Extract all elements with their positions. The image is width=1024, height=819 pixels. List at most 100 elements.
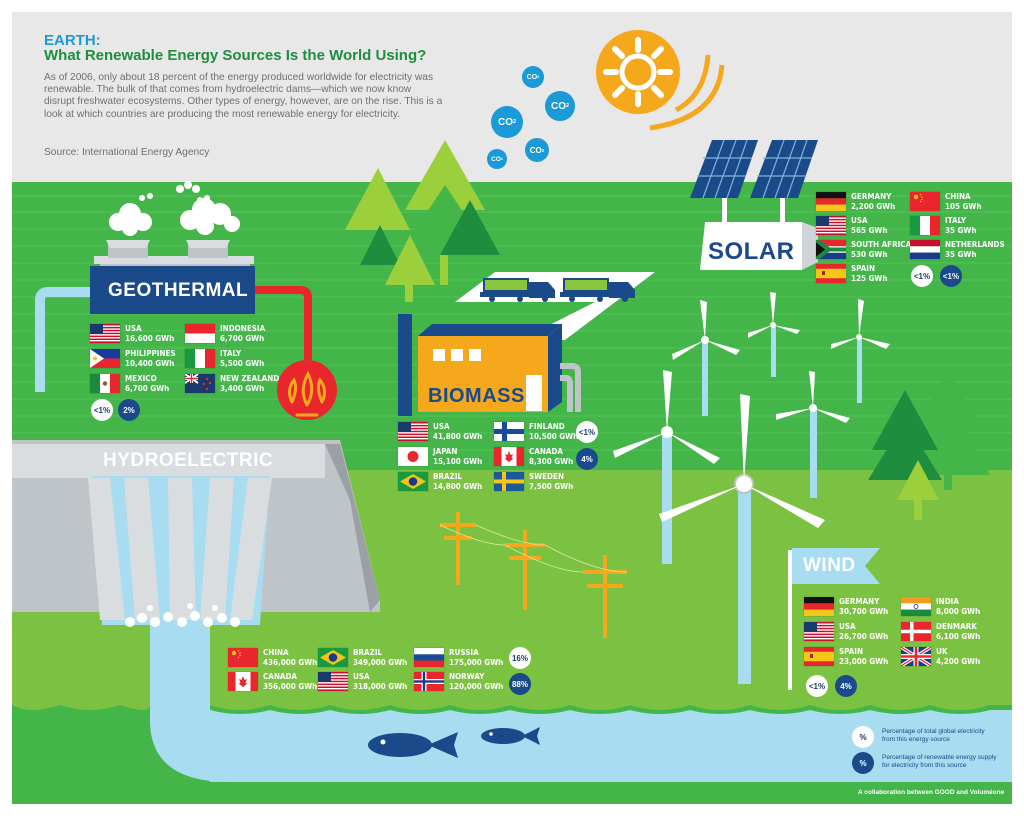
country-name: ITALY — [220, 349, 242, 358]
wind-turbines-icon — [613, 292, 890, 684]
biomass-renewable-share-badge: 4% — [576, 448, 598, 470]
country-name: BRAZIL — [353, 648, 383, 657]
energy-value: 356,000 GWh — [263, 681, 318, 691]
flag-artwork — [185, 349, 215, 368]
flag-artwork — [816, 216, 846, 235]
co2-bubble-text: CO — [497, 116, 513, 128]
flag-china-icon — [228, 648, 258, 667]
country-name: GERMANY — [839, 597, 880, 606]
flag-artwork — [318, 672, 348, 691]
geothermal-renewable-share-badge: 2% — [118, 399, 140, 421]
country-name: SPAIN — [851, 264, 875, 273]
flag-brazil-icon — [318, 648, 348, 667]
co2-subscript: 2 — [512, 119, 517, 125]
flag-artwork — [228, 648, 258, 667]
energy-value: 10,400 GWh — [125, 358, 175, 368]
country-name: RUSSIA — [449, 648, 479, 657]
flag-russia-icon — [414, 648, 444, 667]
co2-bubble-text: CO — [526, 73, 538, 81]
energy-value: 6,100 GWh — [936, 631, 981, 641]
energy-value: 14,800 GWh — [433, 481, 483, 491]
flag-italy-icon — [185, 349, 215, 368]
country-name: USA — [125, 324, 142, 333]
country-name: USA — [851, 216, 868, 225]
co2-bubble-text: CO — [550, 100, 566, 112]
country-name: NEW ZEALAND — [220, 374, 280, 383]
geothermal-global-share-badge: <1% — [91, 399, 113, 421]
flag-artwork — [816, 264, 846, 283]
solar-renewable-share-badge: <1% — [940, 265, 962, 287]
flag-canada-icon — [494, 447, 524, 466]
flag-artwork — [494, 422, 524, 441]
country-name: CANADA — [529, 447, 563, 456]
flag-japan-icon — [398, 447, 428, 466]
energy-value: 565 GWh — [851, 225, 888, 235]
fish-large-icon — [368, 732, 458, 758]
sky-background — [12, 12, 1012, 184]
wind-label: WIND — [803, 555, 856, 576]
country-name: FINLAND — [529, 422, 565, 431]
country-name: SWEDEN — [529, 472, 564, 481]
biomass-label: BIOMASS — [428, 385, 525, 407]
truck-1-icon — [480, 278, 555, 302]
energy-value: 3,400 GWh — [220, 383, 265, 393]
flag-mexico-icon — [90, 374, 120, 393]
flag-artwork — [414, 672, 444, 691]
country-name: SPAIN — [839, 647, 863, 656]
flag-artwork — [185, 324, 215, 343]
utility-poles-icon — [440, 512, 627, 638]
legend-white-text: Percentage of total global electricity f… — [882, 728, 985, 743]
flag-artwork — [910, 192, 940, 211]
co2-subscript: 2 — [537, 75, 540, 79]
energy-value: 7,500 GWh — [529, 481, 574, 491]
flag-norway-icon — [414, 672, 444, 691]
truck-2-icon — [560, 278, 635, 302]
country-name: USA — [353, 672, 370, 681]
co2-subscript: 2 — [541, 147, 545, 153]
flag-artwork — [816, 192, 846, 211]
solar-label: SOLAR — [708, 238, 795, 265]
energy-value: 4,200 GWh — [936, 656, 981, 666]
country-name: NETHERLANDS — [945, 240, 1005, 249]
energy-value: 120,000 GWh — [449, 681, 504, 691]
energy-value: 6,700 GWh — [220, 333, 265, 343]
co2-subscript: 2 — [500, 157, 503, 161]
flag-southafrica-icon — [816, 240, 846, 259]
country-name: GERMANY — [851, 192, 892, 201]
flag-uk-icon — [901, 647, 931, 666]
flag-netherlands-icon — [910, 240, 940, 259]
trees-left-cluster-icon — [345, 140, 500, 302]
legend-white-badge: % — [852, 726, 874, 748]
river-bottom-grass — [12, 782, 1012, 804]
flag-artwork — [901, 647, 931, 666]
fish-small-icon — [481, 727, 540, 745]
energy-value: 349,000 GWh — [353, 657, 408, 667]
country-name: PHILIPPINES — [125, 349, 176, 358]
hydroelectric-renewable-share-badge: 88% — [509, 673, 531, 695]
energy-value: 6,700 GWh — [125, 383, 170, 393]
country-name: CHINA — [263, 648, 289, 657]
flag-sweden-icon — [494, 472, 524, 491]
flag-artwork — [318, 648, 348, 667]
country-name: INDIA — [936, 597, 959, 606]
country-name: NORWAY — [449, 672, 485, 681]
flag-artwork — [90, 349, 120, 368]
country-name: USA — [433, 422, 450, 431]
flag-artwork — [816, 240, 846, 259]
flag-usa-icon — [398, 422, 428, 441]
